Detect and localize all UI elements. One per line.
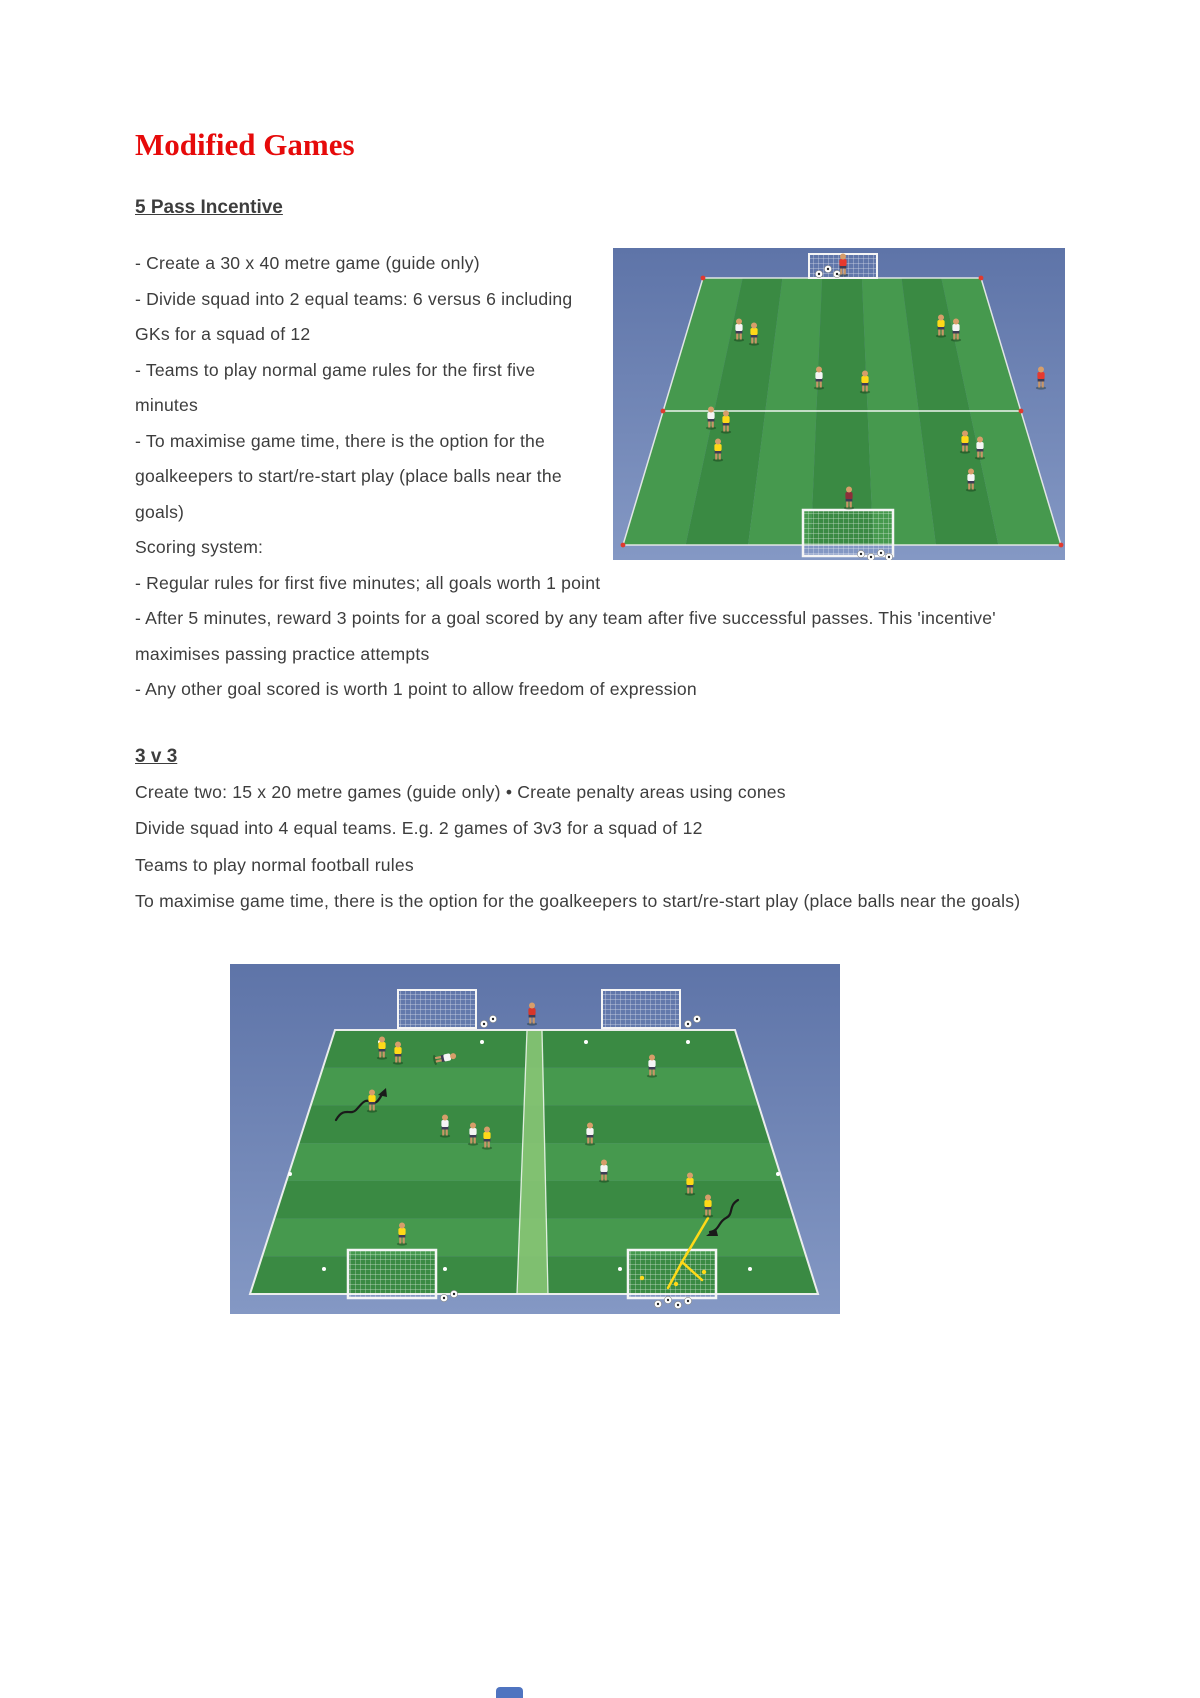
pass-lines-yellow (639, 1216, 710, 1289)
pitch-outline (248, 1028, 820, 1295)
text-line: - Teams to play normal game rules for th… (135, 359, 536, 416)
divider-line-right (541, 1029, 549, 1294)
movement-squiggle-left (334, 1087, 387, 1121)
text-line: Divide squad into 4 equal teams. E.g. 2 … (135, 818, 703, 838)
five-pass-pitch-svg (613, 248, 1065, 560)
text-line: To maximise game time, there is the opti… (135, 891, 1021, 911)
goal-top-left (397, 988, 477, 1029)
three-v-three-diagram (230, 963, 840, 1314)
text-line: Create two: 15 x 20 metre games (guide o… (135, 781, 786, 802)
text-line: - To maximise game time, there is the op… (135, 430, 562, 522)
section-heading-3v3: 3 v 3 (135, 745, 178, 767)
page-title: Modified Games (135, 127, 355, 162)
text-line: - Regular rules for first five minutes; … (135, 572, 601, 593)
text-line: - Divide squad into 2 equal teams: 6 ver… (135, 288, 573, 345)
section-5-pass-body: - Create a 30 x 40 metre game (guide onl… (135, 246, 1065, 708)
section-5-pass-incentive: 5 Pass Incentive (135, 197, 1065, 708)
goal-bottom (801, 508, 895, 558)
goal-top-right (601, 988, 681, 1029)
section-heading-5-pass: 5 Pass Incentive (135, 197, 283, 218)
goal-bottom-right (626, 1248, 718, 1299)
document-page: Modified Games 5 Pass Incentive (135, 127, 1065, 1314)
text-line: - Create a 30 x 40 metre game (guide onl… (135, 253, 480, 273)
goal-bottom-left (346, 1248, 438, 1299)
three-v-three-svg (230, 963, 840, 1314)
section-3v3: 3 v 3 Create two: 15 x 20 metre games (g… (135, 708, 1065, 1314)
five-pass-pitch-diagram (613, 248, 1065, 560)
text-line: Teams to play normal football rules (135, 854, 414, 875)
text-line: Scoring system: (135, 537, 264, 557)
text-line: - Any other goal scored is worth 1 point… (135, 679, 697, 699)
text-line: - After 5 minutes, reward 3 points for a… (135, 608, 996, 664)
divider-line-left (516, 1029, 528, 1294)
movement-squiggle-right (706, 1198, 740, 1236)
next-page-artifact (496, 1687, 523, 1698)
